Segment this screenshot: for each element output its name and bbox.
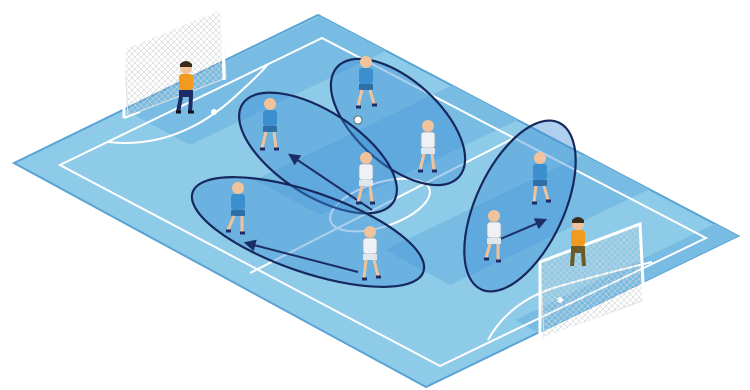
penalty-spot-left — [212, 110, 216, 114]
ball-icon — [354, 116, 362, 124]
